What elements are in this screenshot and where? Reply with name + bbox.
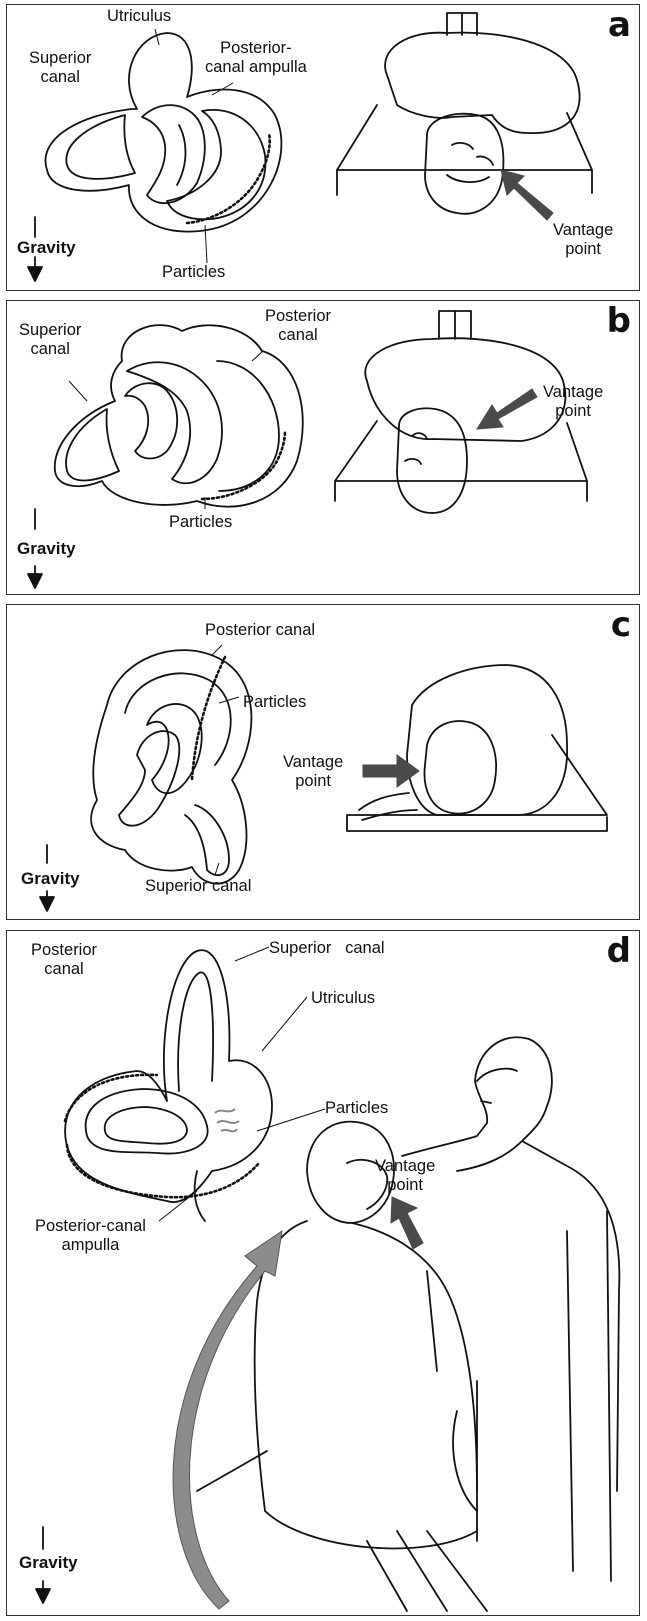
label-utriculus: Utriculus bbox=[107, 7, 171, 26]
panel-b-illustration bbox=[7, 301, 640, 595]
panel-d: d bbox=[6, 930, 640, 1616]
inner-ear-diagram bbox=[65, 950, 272, 1221]
utriculus-particles bbox=[215, 1109, 239, 1131]
label-particles: Particles bbox=[325, 1099, 388, 1118]
panel-b: b bbox=[6, 300, 640, 595]
label-particles: Particles bbox=[243, 693, 306, 712]
label-gravity: Gravity bbox=[19, 1553, 78, 1573]
label-posterior-canal: Posterior canal bbox=[265, 307, 331, 345]
vantage-arrow bbox=[501, 170, 553, 220]
label-particles: Particles bbox=[162, 263, 225, 282]
label-gravity: Gravity bbox=[17, 238, 76, 258]
label-posterior-canal-ampulla: Posterior- canal ampulla bbox=[205, 39, 307, 77]
panel-d-illustration bbox=[7, 931, 640, 1616]
label-superior-canal: Superior canal bbox=[269, 939, 385, 958]
label-gravity: Gravity bbox=[21, 869, 80, 889]
patient-figure bbox=[407, 665, 567, 815]
label-superior-canal: Superior canal bbox=[29, 49, 91, 87]
label-superior-canal: Superior canal bbox=[19, 321, 81, 359]
label-vantage-point: Vantage point bbox=[375, 1157, 435, 1195]
label-posterior-canal-ampulla: Posterior-canal ampulla bbox=[35, 1217, 146, 1255]
label-posterior-canal: Posterior canal bbox=[31, 941, 97, 979]
label-utriculus: Utriculus bbox=[311, 989, 375, 1008]
label-vantage-point: Vantage point bbox=[543, 383, 603, 421]
label-posterior-canal: Posterior canal bbox=[205, 621, 315, 640]
label-superior-canal: Superior canal bbox=[145, 877, 251, 896]
label-vantage-point: Vantage point bbox=[283, 753, 343, 791]
label-vantage-point: Vantage point bbox=[553, 221, 613, 259]
inner-ear-diagram bbox=[55, 325, 303, 507]
rotation-arrow bbox=[173, 1231, 282, 1609]
examiner-figure bbox=[402, 1037, 619, 1581]
panel-a: a bbox=[6, 4, 640, 291]
vantage-arrow bbox=[477, 389, 537, 429]
patient-figure bbox=[439, 311, 471, 339]
vantage-arrow bbox=[391, 1197, 423, 1249]
panel-a-illustration bbox=[7, 5, 640, 291]
panel-c: c Poster bbox=[6, 604, 640, 920]
label-particles: Particles bbox=[169, 513, 232, 532]
label-gravity: Gravity bbox=[17, 539, 76, 559]
inner-ear-diagram bbox=[91, 650, 251, 883]
